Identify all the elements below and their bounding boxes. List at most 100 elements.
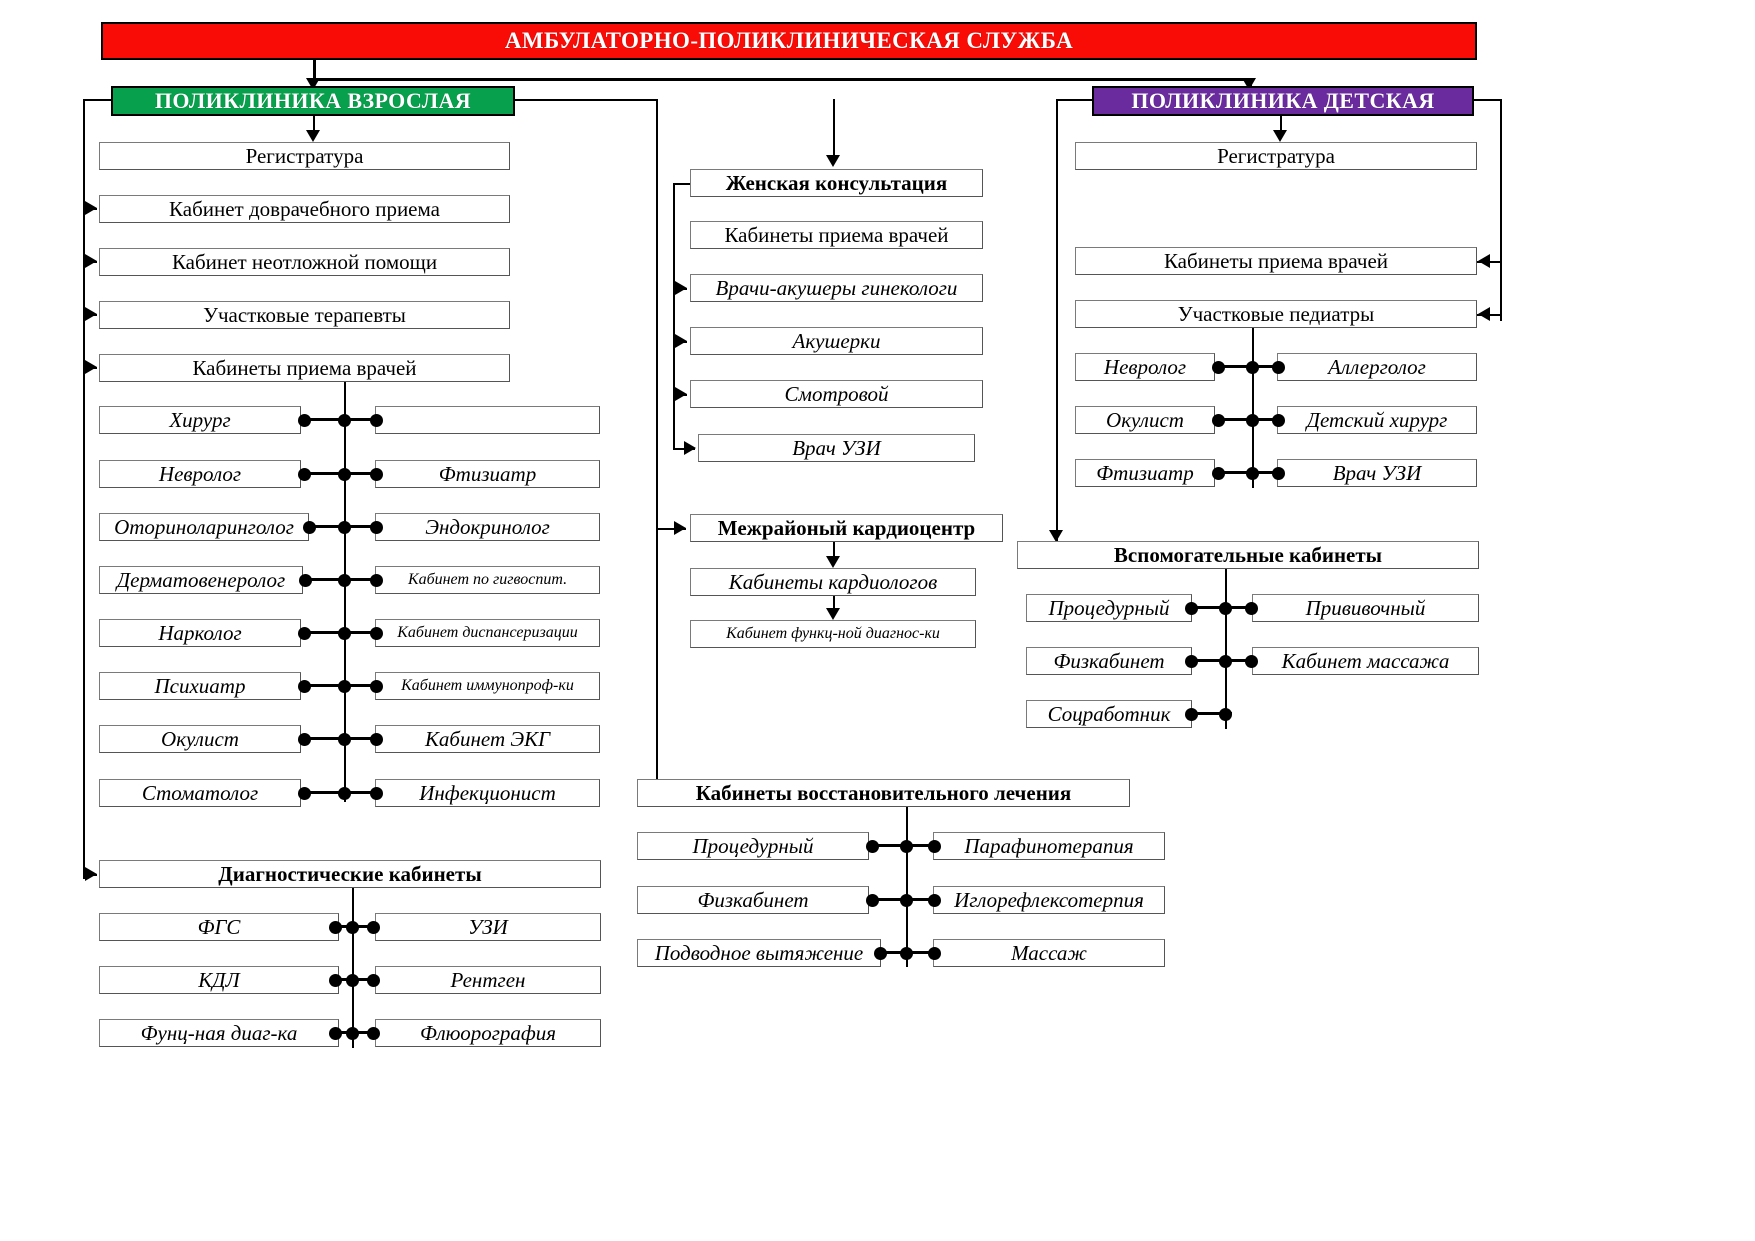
arrow-cardio-func xyxy=(826,608,840,620)
adult-diagnostic-right-0[interactable]: УЗИ xyxy=(375,913,601,941)
dot-adult-row-5-right xyxy=(370,680,383,693)
womens-item-3[interactable]: Смотровой xyxy=(690,380,983,408)
dot-adult-row-3-right xyxy=(370,574,383,587)
arrow-child-doctorrooms xyxy=(1478,254,1490,268)
rehab-right-1[interactable]: Иглорефлексотерпия xyxy=(933,886,1165,914)
adult-specialist-left-6[interactable]: Окулист xyxy=(99,725,301,753)
arrow-womens-1 xyxy=(675,281,687,295)
adult-specialist-left-1[interactable]: Невролог xyxy=(99,460,301,488)
dot-diagnostics-row-1-right xyxy=(367,974,380,987)
dot-child-support-row-1-left xyxy=(1185,655,1198,668)
child-specialist-left-0[interactable]: Невролог xyxy=(1075,353,1215,381)
child-specialist-right-1[interactable]: Детский хирург xyxy=(1277,406,1477,434)
connector-child-left-spine xyxy=(1056,99,1058,545)
rehab-header[interactable]: Кабинеты восстановительного лечения xyxy=(637,779,1130,807)
root-title-banner: АМБУЛАТОРНО-ПОЛИКЛИНИЧЕСКАЯ СЛУЖБА xyxy=(101,22,1477,60)
dot-child-row-0-left xyxy=(1212,361,1225,374)
adult-specialist-left-5[interactable]: Психиатр xyxy=(99,672,301,700)
rehab-left-0[interactable]: Процедурный xyxy=(637,832,869,860)
dot-diagnostics-row-0-left xyxy=(329,921,342,934)
dot-adult-row-7-mid xyxy=(338,787,351,800)
adult-specialist-right-0[interactable] xyxy=(375,406,600,434)
child-specialist-left-2[interactable]: Фтизиатр xyxy=(1075,459,1215,487)
dot-rehab-row-0-mid xyxy=(900,840,913,853)
adult-specialist-right-4[interactable]: Кабинет диспансеризации xyxy=(375,619,600,647)
adult-diagnostic-left-0[interactable]: ФГС xyxy=(99,913,339,941)
connector-adult-specialists-spine xyxy=(344,382,346,802)
adult-specialist-right-6[interactable]: Кабинет ЭКГ xyxy=(375,725,600,753)
dot-diagnostics-row-1-left xyxy=(329,974,342,987)
womens-item-4[interactable]: Врач УЗИ xyxy=(698,434,975,462)
dot-child-support-row-0-left xyxy=(1185,602,1198,615)
adult-diagnostic-right-2[interactable]: Флюорография xyxy=(375,1019,601,1047)
connector-adult-to-center-h xyxy=(515,99,658,101)
womens-item-1[interactable]: Врачи-акушеры гинекологи xyxy=(690,274,983,302)
dot-adult-row-1-mid xyxy=(338,468,351,481)
adult-predoctor-box[interactable]: Кабинет доврачебного приема xyxy=(99,195,510,223)
rehab-left-2[interactable]: Подводное вытяжение xyxy=(637,939,881,967)
connector-center-womens-v xyxy=(833,99,835,157)
adult-specialist-right-1[interactable]: Фтизиатр xyxy=(375,460,600,488)
adult-diagnostic-left-2[interactable]: Фунц-ная диаг-ка xyxy=(99,1019,339,1047)
adult-specialist-left-7[interactable]: Стоматолог xyxy=(99,779,301,807)
dot-child-row-0-mid xyxy=(1246,361,1259,374)
arrow-center-womens xyxy=(826,155,840,167)
child-specialist-right-2[interactable]: Врач УЗИ xyxy=(1277,459,1477,487)
dot-rehab-row-2-right xyxy=(928,947,941,960)
rehab-right-2[interactable]: Массаж xyxy=(933,939,1165,967)
child-support-left-0[interactable]: Процедурный xyxy=(1026,594,1192,622)
adult-specialist-right-3[interactable]: Кабинет по гигвоспит. xyxy=(375,566,600,594)
child-doctor-rooms-box[interactable]: Кабинеты приема врачей xyxy=(1075,247,1477,275)
dot-adult-row-4-mid xyxy=(338,627,351,640)
dot-adult-row-7-right xyxy=(370,787,383,800)
connector-diagnostics-spine xyxy=(352,888,354,1048)
adult-diagnostic-left-1[interactable]: КДЛ xyxy=(99,966,339,994)
cardio-item-1[interactable]: Кабинет функц-ной диагнос-ки xyxy=(690,620,976,648)
dot-rehab-row-2-left xyxy=(874,947,887,960)
dot-diagnostics-row-0-mid xyxy=(346,921,359,934)
adult-specialist-left-4[interactable]: Нарколог xyxy=(99,619,301,647)
adult-specialist-right-7[interactable]: Инфекционист xyxy=(375,779,600,807)
adult-therapists-box[interactable]: Участковые терапевты xyxy=(99,301,510,329)
connector-adult-spine-top xyxy=(83,99,113,101)
adult-specialist-left-2[interactable]: Оториноларинголог xyxy=(99,513,309,541)
connector-cardio-in xyxy=(656,528,686,530)
adult-diagnostics-header[interactable]: Диагностические кабинеты xyxy=(99,860,601,888)
arrow-adult-doctorrooms xyxy=(85,360,97,374)
child-pediatricians-box[interactable]: Участковые педиатры xyxy=(1075,300,1477,328)
child-specialist-left-1[interactable]: Окулист xyxy=(1075,406,1215,434)
connector-cardio-v1 xyxy=(833,596,835,612)
womens-item-2[interactable]: Акушерки xyxy=(690,327,983,355)
adult-doctor-rooms-box[interactable]: Кабинеты приема врачей xyxy=(99,354,510,382)
child-specialist-right-0[interactable]: Аллерголог xyxy=(1277,353,1477,381)
rehab-right-0[interactable]: Парафинотерапия xyxy=(933,832,1165,860)
womens-consultation-header[interactable]: Женская консультация xyxy=(690,169,983,197)
cardio-center-header[interactable]: Межрайоный кардиоцентр xyxy=(690,514,1003,542)
dot-adult-row-0-left xyxy=(298,414,311,427)
dot-adult-row-0-mid xyxy=(338,414,351,427)
child-support-right-0[interactable]: Прививочный xyxy=(1252,594,1479,622)
child-support-header[interactable]: Вспомогательные кабинеты xyxy=(1017,541,1479,569)
adult-diagnostic-right-1[interactable]: Рентген xyxy=(375,966,601,994)
child-support-right-1[interactable]: Кабинет массажа xyxy=(1252,647,1479,675)
dot-adult-row-6-mid xyxy=(338,733,351,746)
womens-item-0[interactable]: Кабинеты приема врачей xyxy=(690,221,983,249)
child-support-left-1[interactable]: Физкабинет xyxy=(1026,647,1192,675)
connector-child-support-row-2 xyxy=(1192,712,1232,715)
child-registry-box[interactable]: Регистратура xyxy=(1075,142,1477,170)
adult-specialist-left-0[interactable]: Хирург xyxy=(99,406,301,434)
child-polyclinic-banner: ПОЛИКЛИНИКА ДЕТСКАЯ xyxy=(1092,86,1474,116)
adult-emergency-box[interactable]: Кабинет неотложной помощи xyxy=(99,248,510,276)
dot-adult-row-4-right xyxy=(370,627,383,640)
dot-adult-row-7-left xyxy=(298,787,311,800)
child-support-left-2[interactable]: Соцработник xyxy=(1026,700,1192,728)
connector-rehab-spine xyxy=(906,807,908,967)
adult-specialist-left-3[interactable]: Дерматовенеролог xyxy=(99,566,303,594)
adult-specialist-right-2[interactable]: Эндокринолог xyxy=(375,513,600,541)
arrow-adult-predoctor xyxy=(85,201,97,215)
adult-specialist-right-5[interactable]: Кабинет иммунопроф-ки xyxy=(375,672,600,700)
rehab-left-1[interactable]: Физкабинет xyxy=(637,886,869,914)
cardio-item-0[interactable]: Кабинеты кардиологов xyxy=(690,568,976,596)
adult-registry-box[interactable]: Регистратура xyxy=(99,142,510,170)
